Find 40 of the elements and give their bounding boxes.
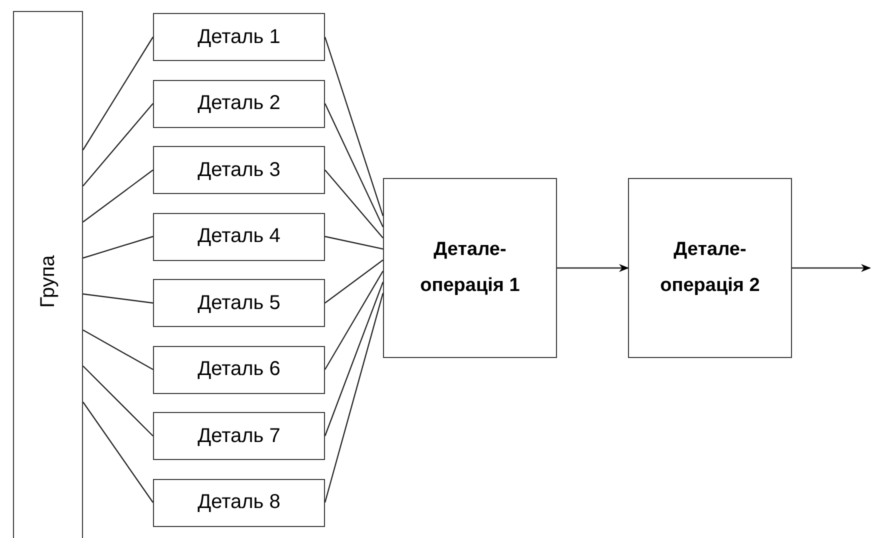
connector-line xyxy=(324,236,384,250)
connector-line xyxy=(82,329,154,370)
connector-line xyxy=(324,103,384,228)
node-label: Деталь 2 xyxy=(198,92,280,115)
node-label: Деталь 4 xyxy=(198,225,280,248)
part-box xyxy=(153,13,325,61)
part-box xyxy=(153,212,325,260)
connector-line xyxy=(82,402,154,503)
node-label: Деталь 8 xyxy=(198,491,280,514)
connector-line xyxy=(82,36,154,150)
part-box xyxy=(153,279,325,327)
connector-line xyxy=(324,292,384,503)
node-label: Детале-операція 1 xyxy=(420,238,520,298)
arrow xyxy=(557,264,629,272)
connector-line xyxy=(82,293,154,304)
part-box xyxy=(153,478,325,526)
part-box xyxy=(153,346,325,394)
node-label: Деталь 3 xyxy=(198,158,280,182)
node-label: Детале-операція 2 xyxy=(660,238,760,298)
part-box xyxy=(153,412,325,460)
connector-line xyxy=(324,282,384,436)
arrow xyxy=(792,264,871,272)
node-label: Деталь 5 xyxy=(198,292,280,314)
part-box xyxy=(153,146,325,194)
node-label: Група xyxy=(36,254,60,308)
connector-line xyxy=(82,170,154,222)
connector-line xyxy=(324,270,384,370)
node-label: Деталь 6 xyxy=(198,358,280,381)
connector-line xyxy=(82,103,154,186)
operation-box xyxy=(628,178,792,358)
part-box xyxy=(153,80,325,128)
connector-line xyxy=(324,170,384,238)
node-label: Деталь 1 xyxy=(198,26,280,48)
connector-line xyxy=(324,36,384,216)
operation-box xyxy=(383,178,557,358)
connector-line xyxy=(82,366,154,436)
group-box xyxy=(13,11,83,538)
connector-line xyxy=(324,260,384,304)
connector-line xyxy=(82,236,154,259)
node-label: Деталь 7 xyxy=(198,424,280,448)
